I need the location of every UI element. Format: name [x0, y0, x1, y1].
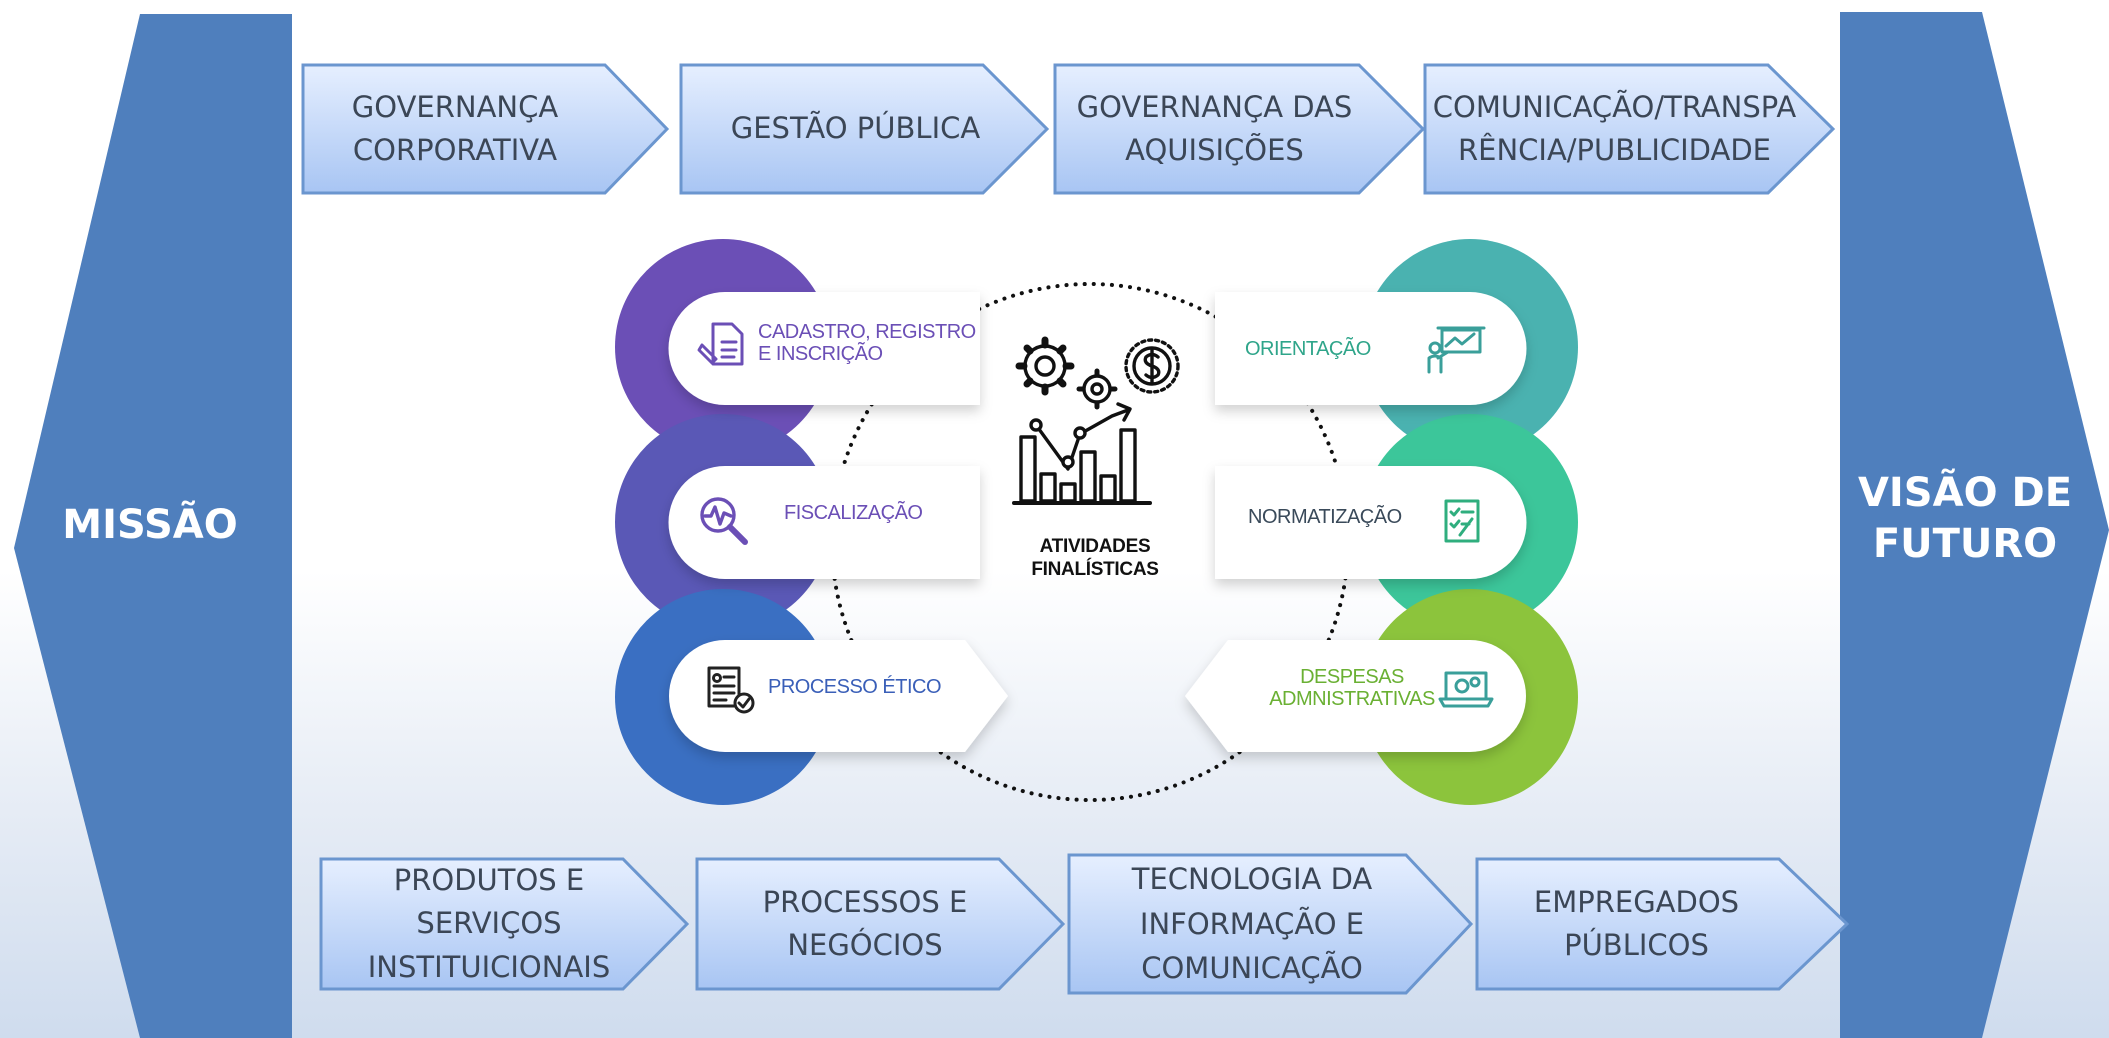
- chevron-governanca-corporativa: GOVERNANÇA CORPORATIVA: [300, 62, 670, 196]
- chevron-label: GOVERNANÇA CORPORATIVA: [351, 89, 559, 168]
- chevron-label: COMUNICAÇÃO/TRANSPA RÊNCIA/PUBLICIDADE: [1432, 89, 1797, 168]
- checklist-icon: [1444, 499, 1480, 543]
- gears-chart-icon: [1012, 336, 1180, 505]
- chevron-label: EMPREGADOS PÚBLICOS: [1533, 884, 1740, 963]
- laptop-gear-icon: [1438, 671, 1494, 708]
- mission-banner-shape: [14, 14, 292, 1038]
- chevron-processos-negocios: PROCESSOS E NEGÓCIOS: [694, 856, 1066, 992]
- pill-fiscalizacao: [668, 466, 980, 579]
- activity-label-fiscalizacao: FISCALIZAÇÃO: [784, 501, 923, 524]
- pill-cadastro: [668, 292, 980, 405]
- chevron-tecnologia: TECNOLOGIA DA INFORMAÇÃO E COMUNICAÇÃO: [1066, 852, 1474, 996]
- center-title: ATIVIDADES FINALÍSTICAS: [1031, 536, 1159, 580]
- chevron-governanca-aquisicoes: GOVERNANÇA DAS AQUISIÇÕES: [1052, 62, 1426, 196]
- pill-despesas: [1185, 640, 1526, 752]
- chevron-empregados: EMPREGADOS PÚBLICOS: [1474, 856, 1850, 992]
- vision-banner: VISÃO DE FUTURO: [1840, 0, 2109, 1038]
- chevron-shape: [1067, 853, 1474, 995]
- chevron-shape: [679, 63, 1050, 195]
- chevron-label: GESTÃO PÚBLICA: [730, 111, 981, 146]
- chevron-shape: [695, 857, 1066, 991]
- chevron-shape: [1475, 857, 1850, 991]
- chevron-label: PRODUTOS E SERVIÇOS INSTITUICIONAIS: [367, 862, 611, 984]
- presentation-board-icon: [1427, 326, 1486, 374]
- activity-label-processo-etico: PROCESSO ÉTICO: [768, 675, 942, 698]
- activity-label-normatizacao: NORMATIZAÇÃO: [1248, 505, 1402, 528]
- chevron-label: GOVERNANÇA DAS AQUISIÇÕES: [1076, 89, 1353, 168]
- chevron-shape: [1423, 63, 1836, 195]
- chevron-shape: [1053, 63, 1426, 195]
- mission-banner: MISSÃO: [0, 0, 292, 1038]
- chevron-shape: [301, 63, 670, 195]
- vision-label: VISÃO DE FUTURO: [1857, 470, 2073, 568]
- pill-normatizacao: [1215, 466, 1527, 579]
- certificate-check-icon: [707, 666, 755, 714]
- chevron-shape: [319, 857, 690, 991]
- pill-orientacao: [1215, 292, 1527, 405]
- chevron-label: TECNOLOGIA DA INFORMAÇÃO E COMUNICAÇÃO: [1131, 861, 1373, 986]
- chevron-comunicacao: COMUNICAÇÃO/TRANSPA RÊNCIA/PUBLICIDADE: [1422, 62, 1836, 196]
- chevron-produtos-servicos: PRODUTOS E SERVIÇOS INSTITUICIONAIS: [318, 856, 690, 992]
- magnifier-pulse-icon: [700, 497, 748, 545]
- activity-label-cadastro: CADASTRO, REGISTRO E INSCRIÇÃO: [758, 320, 976, 365]
- chevron-gestao-publica: GESTÃO PÚBLICA: [678, 62, 1050, 196]
- document-edit-icon: [697, 322, 744, 366]
- activity-label-orientacao: ORIENTAÇÃO: [1245, 337, 1371, 360]
- chevron-label: PROCESSOS E NEGÓCIOS: [762, 884, 968, 963]
- activity-label-despesas: DESPESAS ADMNISTRATIVAS: [1269, 665, 1435, 710]
- mission-label: MISSÃO: [62, 502, 238, 548]
- pill-processo-etico: [669, 640, 1008, 752]
- vision-banner-shape: [1840, 12, 2109, 1038]
